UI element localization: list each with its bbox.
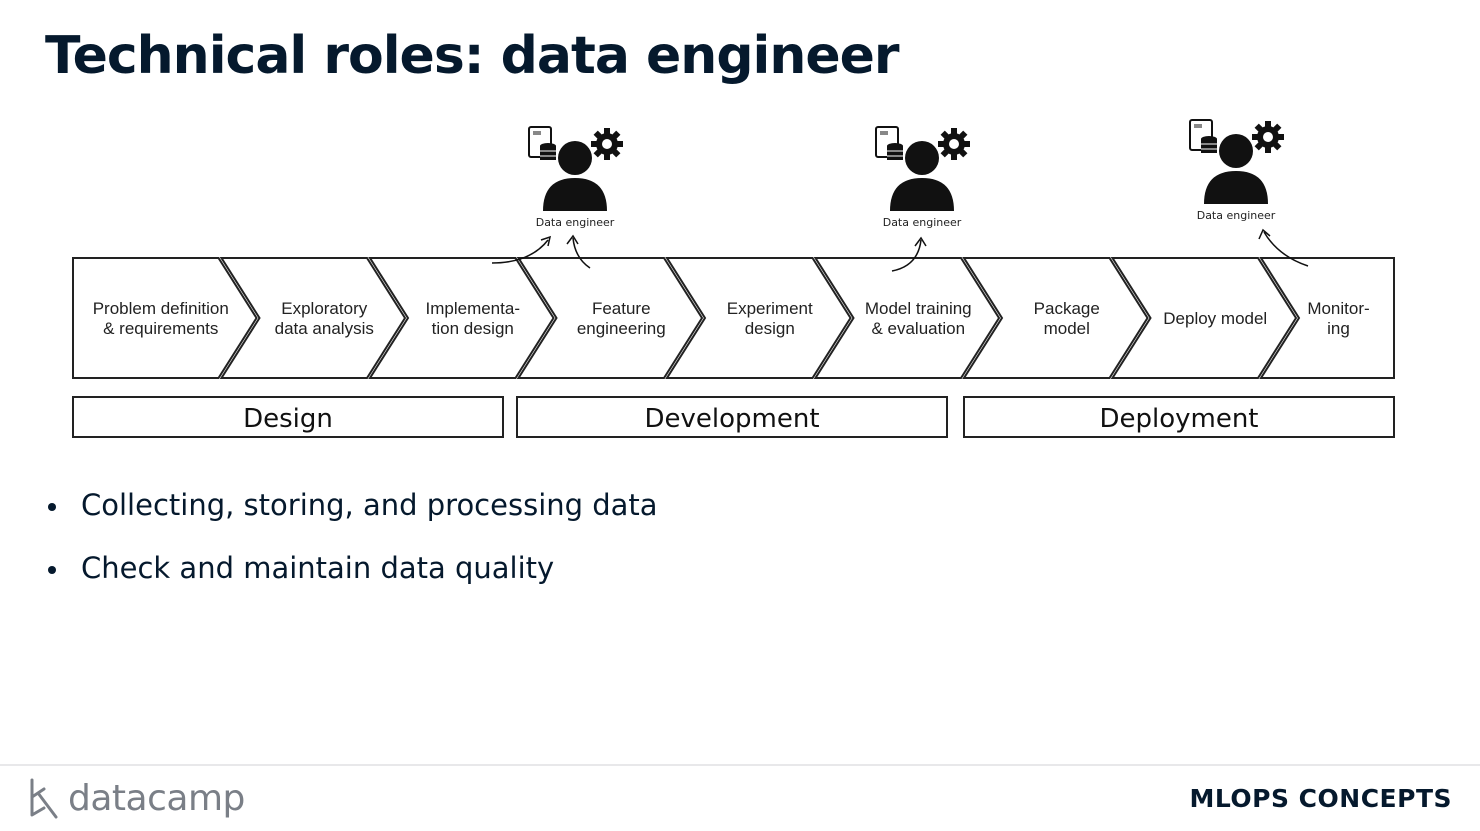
phase-development: Development xyxy=(516,396,948,438)
data-engineer-role-2: Data engineer xyxy=(875,126,970,229)
stage-chevron: Problem definition& requirements xyxy=(72,257,258,379)
stage-label: Implementa- xyxy=(426,299,520,318)
course-name: MLOPS CONCEPTS xyxy=(1189,784,1452,813)
role-label: Data engineer xyxy=(1197,209,1276,222)
bullet-dot xyxy=(48,503,56,511)
role-label: Data engineer xyxy=(536,216,615,229)
stage-label: data analysis xyxy=(275,319,374,338)
role-label: Data engineer xyxy=(883,216,962,229)
logo-text: datacamp xyxy=(68,777,245,819)
data-engineer-icon xyxy=(875,126,970,211)
footer-divider xyxy=(0,764,1480,766)
stage-chevron: Monitor-ing xyxy=(1259,257,1395,379)
stage-label: engineering xyxy=(577,319,666,338)
stage-label: design xyxy=(745,319,795,338)
stage-chevron: Deploy model xyxy=(1110,257,1298,379)
stage-label: Problem definition xyxy=(93,299,229,318)
stage-label: & evaluation xyxy=(871,319,965,338)
stage-label: ing xyxy=(1327,319,1350,338)
bullet-dot xyxy=(48,566,56,574)
data-engineer-role-1: Data engineer xyxy=(528,126,623,229)
stage-label: Exploratory xyxy=(281,299,367,318)
chevron-shape xyxy=(368,257,555,379)
page-title: Technical roles: data engineer xyxy=(45,26,900,86)
chevron-shape xyxy=(219,257,407,379)
stage-label: & requirements xyxy=(103,319,218,338)
chevron-shape xyxy=(72,257,258,379)
stage-label: Package xyxy=(1034,299,1100,318)
data-engineer-icon xyxy=(528,126,623,211)
bullet-list: Collecting, storing, and processing data… xyxy=(45,488,658,614)
stage-label: model xyxy=(1044,319,1090,338)
bullet-text: Collecting, storing, and processing data xyxy=(81,488,658,522)
datacamp-logo-icon xyxy=(30,778,58,819)
chevron-shape xyxy=(665,257,852,379)
phase-deployment: Deployment xyxy=(963,396,1395,438)
stage-chevron: Implementa-tion design xyxy=(368,257,555,379)
stage-label: tion design xyxy=(432,319,514,338)
stage-label: Experiment xyxy=(727,299,813,318)
arrow-training-to-engineer xyxy=(891,239,922,272)
bullet-item: Check and maintain data quality xyxy=(45,551,658,614)
arrow-implementation-to-engineer xyxy=(491,239,549,264)
bullet-text: Check and maintain data quality xyxy=(81,551,555,585)
gear-icon xyxy=(938,128,970,160)
chevron-shape xyxy=(962,257,1149,379)
chevron-shape xyxy=(813,257,1001,379)
stage-label: Model training xyxy=(865,299,972,318)
bullet-item: Collecting, storing, and processing data xyxy=(45,488,658,551)
stage-label: Feature xyxy=(592,299,651,318)
phase-label-development: Development xyxy=(644,404,819,434)
chevron-shape xyxy=(516,257,704,379)
phase-design: Design xyxy=(72,396,504,438)
data-engineer-role-3: Data engineer xyxy=(1189,119,1284,222)
stage-label: Monitor- xyxy=(1307,299,1369,318)
chevron-shape xyxy=(1110,257,1298,379)
phase-label-design: Design xyxy=(243,404,333,434)
datacamp-logo: datacamp xyxy=(28,777,245,819)
stage-label: Deploy model xyxy=(1163,309,1267,328)
ml-lifecycle-diagram: Problem definition& requirementsExplorat… xyxy=(72,119,1395,438)
data-engineer-icon xyxy=(1189,119,1284,204)
arrow-monitoring-to-engineer xyxy=(1263,231,1309,267)
lifecycle-stages: Problem definition& requirementsExplorat… xyxy=(72,257,1395,379)
chevron-shape xyxy=(1259,257,1395,379)
stage-chevron: Model training& evaluation xyxy=(813,257,1001,379)
gear-icon xyxy=(591,128,623,160)
phase-label-deployment: Deployment xyxy=(1099,404,1258,434)
gear-icon xyxy=(1252,121,1284,153)
arrow-feature-to-engineer xyxy=(572,237,591,269)
